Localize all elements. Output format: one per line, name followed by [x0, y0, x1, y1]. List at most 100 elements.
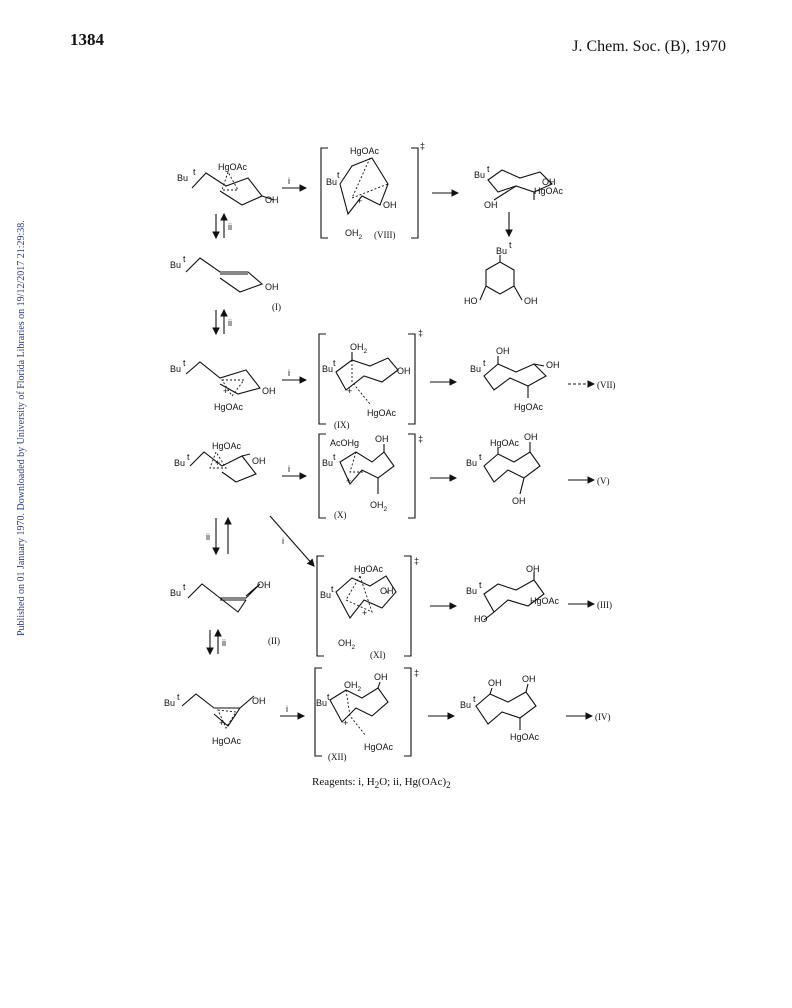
bu-label: Bu: [316, 698, 327, 708]
oh-label: OH: [265, 282, 279, 292]
structure-olefin-complex-1: Bu t HgOAc OH: [177, 162, 279, 206]
reagent-ii-label: ii: [228, 222, 232, 232]
transition-state-mark: ‡: [414, 556, 419, 566]
reaction-arrow-diagonal: [269, 515, 315, 567]
compound-label-x: (X): [334, 510, 347, 520]
reagents-caption: Reagents: i, H2O; ii, Hg(OAc)2: [312, 776, 451, 790]
reagent-i-label: i: [288, 368, 290, 378]
hgoac-label: HgOAc: [212, 736, 242, 746]
carbocation-plus: +: [347, 386, 352, 396]
oh-label: OH: [257, 580, 271, 590]
tert-label: t: [473, 694, 476, 704]
oh-label: OH: [380, 586, 394, 596]
bu-label: Bu: [322, 458, 333, 468]
oh-label: OH: [374, 672, 388, 682]
carbocation-plus: +: [362, 608, 367, 618]
olefin-complex-4: Bu t HgOAc + OH: [174, 441, 266, 483]
tert-label: t: [177, 692, 180, 702]
tert-label: t: [337, 170, 340, 180]
hgoac-label: HgOAc: [367, 408, 397, 418]
tert-label: t: [183, 254, 186, 264]
reagent-ii-subscript: 2: [446, 780, 451, 791]
compound-label-viii: (VIII): [374, 230, 396, 240]
reagent-i-subscript: 2: [374, 780, 380, 791]
hgoac-label: HgOAc: [510, 732, 540, 742]
compound-label-iii: (III): [597, 600, 612, 610]
bu-label: Bu: [170, 364, 181, 374]
carbocation-plus: +: [223, 386, 228, 396]
hgoac-label: HgOAc: [354, 564, 384, 574]
bu-label: Bu: [326, 177, 337, 187]
transition-state-ix: OH2 Bu t + OH HgOAc ‡ (IX): [318, 328, 423, 430]
bu-label: Bu: [177, 173, 188, 183]
bu-label: Bu: [466, 586, 477, 596]
oh-label: OH: [488, 678, 502, 688]
hgoac-label: HgOAc: [534, 186, 564, 196]
compound-label-iv: (IV): [595, 712, 611, 722]
bu-label: Bu: [164, 698, 175, 708]
olefin-ii: Bu t OH (II): [170, 580, 280, 646]
transition-state-x: AcOHg OH Bu t + OH2 ‡ (X): [318, 433, 423, 520]
oh-label: OH: [265, 195, 279, 205]
oh2-label: OH2: [344, 680, 362, 693]
oh-label: OH: [546, 360, 560, 370]
tert-label: t: [479, 580, 482, 590]
olefin-complex-6: Bu t OH + HgOAc: [164, 692, 266, 746]
product-chair-4: HgOAc OH Bu t OH: [466, 432, 541, 506]
oh2-label: OH2: [338, 638, 356, 651]
tert-label: t: [183, 582, 186, 592]
oh-label: OH: [512, 496, 526, 506]
oh-label: OH: [252, 696, 266, 706]
tert-label: t: [487, 164, 490, 174]
reagent-i-label: i: [286, 704, 288, 714]
compound-label-ix: (IX): [334, 420, 350, 430]
hgoac-label: HgOAc: [514, 402, 544, 412]
reagent-i-label: i: [288, 176, 290, 186]
reagent-ii-label: ii: [206, 532, 210, 542]
reagents-heading: Reagents:: [312, 776, 356, 788]
compound-label-xi: (XI): [370, 650, 386, 660]
tert-label: t: [483, 358, 486, 368]
ho-label: HO: [474, 614, 488, 624]
compound-label-xii: (XII): [328, 752, 347, 762]
transition-state-xi: HgOAc OH Bu t + OH2 ‡ (XI): [316, 555, 419, 660]
tert-label: t: [333, 452, 336, 462]
oh2-label: OH2: [370, 500, 388, 513]
bu-label: Bu: [466, 458, 477, 468]
bu-label: Bu: [470, 364, 481, 374]
carbocation-plus: +: [357, 196, 362, 206]
oh-label: OH: [252, 456, 266, 466]
oh-label: OH: [496, 346, 510, 356]
oh-label: OH: [522, 674, 536, 684]
transition-state-mark: ‡: [418, 434, 423, 444]
hgoac-label: HgOAc: [364, 742, 394, 752]
tert-label: t: [509, 240, 512, 250]
compound-label-v: (V): [597, 476, 610, 486]
hgoac-label: HgOAc: [490, 438, 520, 448]
olefin-complex-3: Bu t + OH HgOAc: [170, 358, 276, 412]
tert-label: t: [479, 452, 482, 462]
journal-header: J. Chem. Soc. (B), 1970: [572, 38, 726, 55]
hgoac-label: HgOAc: [218, 162, 248, 172]
compound-label-i: (I): [272, 302, 281, 312]
bu-label: Bu: [174, 458, 185, 468]
hgoac-label: HgOAc: [350, 146, 380, 156]
oh-label: OH: [262, 386, 276, 396]
bu-label: Bu: [170, 260, 181, 270]
product-chair-6: OH OH Bu t HgOAc: [460, 674, 540, 742]
ho-label: HO: [464, 296, 478, 306]
transition-state-mark: ‡: [418, 328, 423, 338]
page-number: 1384: [70, 30, 104, 49]
oh2-label: OH2: [345, 228, 363, 241]
compound-label-vii: (VII): [597, 380, 616, 390]
tert-label: t: [183, 358, 186, 368]
hgoac-label: HgOAc: [214, 402, 244, 412]
bu-label: Bu: [474, 170, 485, 180]
tert-label: t: [331, 584, 334, 594]
bu-label: Bu: [322, 364, 333, 374]
oh-label: OH: [383, 200, 397, 210]
bu-label: Bu: [320, 590, 331, 600]
hgoac-label: HgOAc: [530, 596, 560, 606]
reagent-i-label: i: [288, 464, 290, 474]
